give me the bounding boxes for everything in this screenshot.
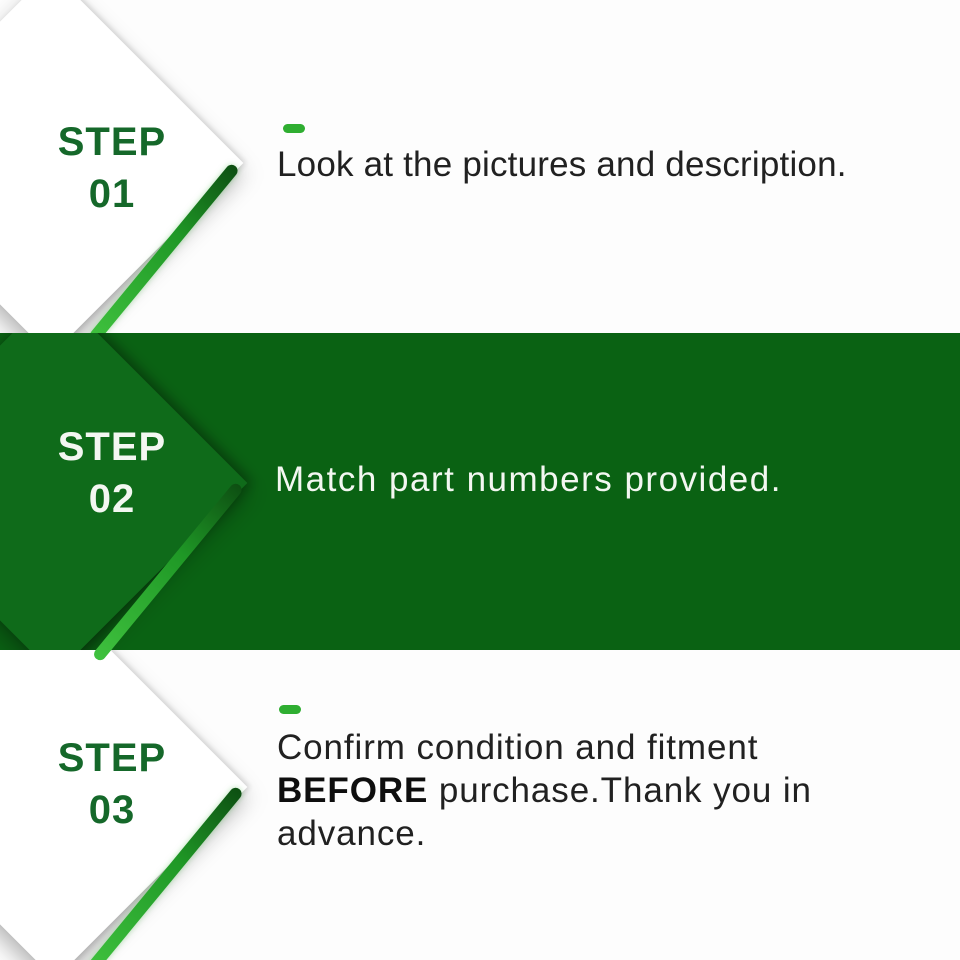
- step3-heading-number: 03: [88, 788, 136, 832]
- step3-text: Confirm condition and fitment BEFORE pur…: [277, 726, 839, 855]
- step3-dash-icon: [279, 705, 301, 714]
- step3-text-post: purchase.Thank you in advance.: [277, 771, 812, 853]
- step1-heading-label: STEP: [57, 120, 167, 164]
- step1-heading-number: 01: [88, 172, 136, 216]
- step2-text: Match part numbers provided.: [275, 460, 782, 499]
- step2-heading-number: 02: [88, 477, 136, 521]
- step3-heading-label: STEP: [57, 736, 167, 780]
- step3-heading: STEP 03: [12, 732, 212, 836]
- step1-dash-icon: [283, 124, 305, 133]
- step1-text: Look at the pictures and description.: [277, 145, 847, 184]
- step2-heading-label: STEP: [57, 425, 167, 469]
- step3-text-bold: BEFORE: [277, 771, 429, 810]
- step1-heading: STEP 01: [12, 116, 212, 220]
- step2-heading: STEP 02: [12, 421, 212, 525]
- step3-text-pre: Confirm condition and fitment: [277, 728, 759, 767]
